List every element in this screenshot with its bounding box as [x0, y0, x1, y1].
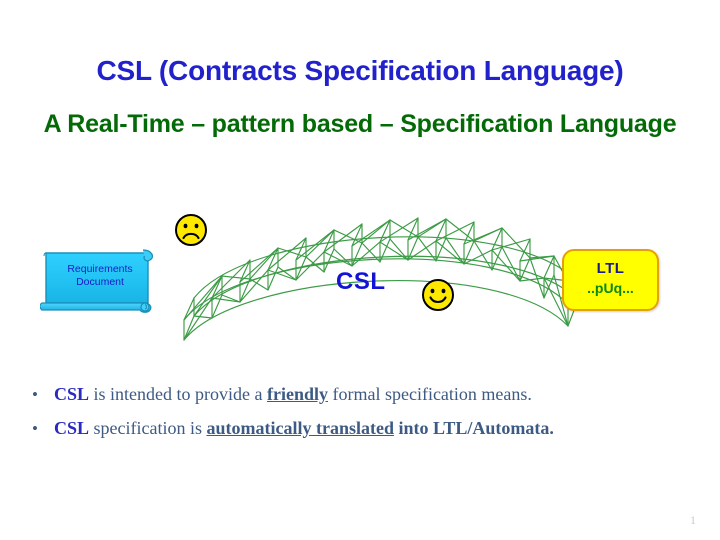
bridge-csl-label: CSL [336, 268, 386, 295]
bullet-text: CSL specification is automatically trans… [54, 418, 554, 439]
bullet-emphasis: automatically translated [206, 418, 394, 438]
scroll-icon [39, 249, 154, 313]
bullet-plain-1: specification is [89, 418, 207, 438]
bullet-keyword: CSL [54, 384, 90, 404]
bullet-emphasis: friendly [266, 384, 328, 404]
page-title: CSL (Contracts Specification Language) [96, 55, 624, 86]
ltl-box[interactable]: LTL ..pUq... [562, 249, 659, 311]
bullet-plain-2: into LTL/Automata. [393, 418, 554, 438]
bullet-list: • CSL is intended to provide a friendly … [32, 384, 692, 452]
bullet-marker-icon: • [32, 385, 38, 404]
bullet-item: • CSL specification is automatically tra… [32, 418, 692, 439]
bullet-plain-2: formal specification means. [327, 384, 532, 404]
page-subtitle: A Real-Time – pattern based – Specificat… [43, 110, 677, 138]
bridge-diagram: Requirements Document [0, 185, 720, 365]
truss-bridge-graphic [183, 217, 579, 341]
ltl-box-formula: ..pUq... [587, 280, 634, 296]
bullet-plain-1: is intended to provide a [89, 384, 267, 404]
bullet-marker-icon: • [32, 419, 38, 438]
sad-face-icon [174, 213, 208, 252]
bullet-item: • CSL is intended to provide a friendly … [32, 384, 692, 405]
requirements-document-shape[interactable]: Requirements Document [39, 247, 160, 317]
happy-face-icon [421, 278, 455, 317]
ltl-box-title: LTL [596, 260, 625, 277]
bullet-keyword: CSL [54, 418, 90, 438]
bullet-text: CSL is intended to provide a friendly fo… [54, 384, 532, 405]
page-number: 1 [690, 513, 696, 527]
